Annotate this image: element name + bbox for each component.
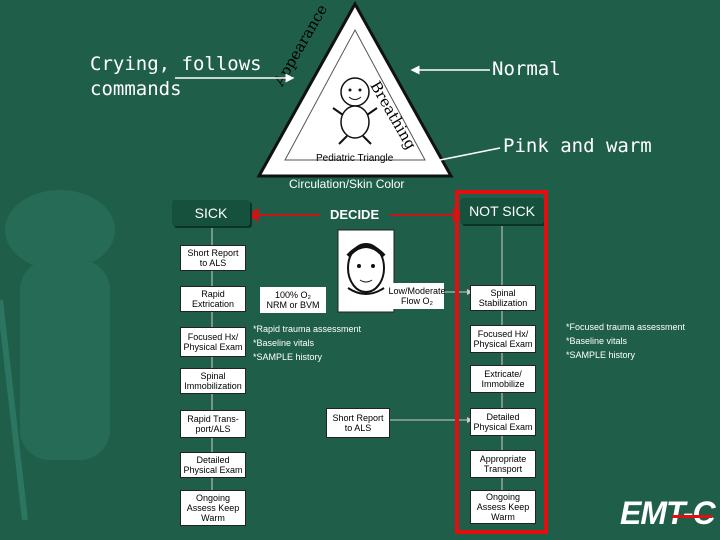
- circulation-label: Circulation/Skin Color: [289, 177, 405, 191]
- right-assessment-notes: *Focused trauma assessment *Baseline vit…: [566, 322, 686, 360]
- left-rapid-transport: Rapid Trans- port/ALS: [180, 410, 246, 438]
- circulation-note: Pink and warm: [503, 135, 652, 157]
- emtc-logo: EMT-C: [620, 495, 716, 531]
- logo-accent: [672, 515, 712, 518]
- right-spinal-stabilization: Spinal Stabilization: [470, 285, 536, 311]
- not-sick-highlight: [455, 190, 548, 534]
- right-focused-hx: Focused Hx/ Physical Exam: [470, 325, 536, 353]
- decide-label: DECIDE: [330, 207, 380, 222]
- left-detailed-exam: Detailed Physical Exam: [180, 452, 246, 478]
- left-spinal-immobilization: Spinal Immobilization: [180, 368, 246, 394]
- oxygen-low-flow: Low/Moderate Flow O₂: [388, 283, 446, 309]
- assessment-notes: *Rapid trauma assessment *Baseline vital…: [253, 324, 362, 362]
- left-ongoing-assess: Ongoing Assess Keep Warm: [180, 490, 246, 526]
- appearance-note: Crying, follows commands: [90, 53, 262, 100]
- breathing-note: Normal: [492, 58, 561, 80]
- sick-label: SICK: [172, 200, 250, 226]
- left-short-report: Short Report to ALS: [180, 245, 246, 271]
- not-sick-label: NOT SICK: [460, 198, 544, 224]
- emt-head-icon: [337, 229, 395, 313]
- right-appropriate-transport: Appropriate Transport: [470, 450, 536, 478]
- right-detailed-exam: Detailed Physical Exam: [470, 408, 536, 436]
- oxygen-high-flow: 100% O₂ NRM or BVM: [260, 287, 326, 313]
- left-focused-hx: Focused Hx/ Physical Exam: [180, 327, 246, 357]
- middle-short-report: Short Report to ALS: [326, 408, 390, 438]
- right-extricate: Extricate/ Immobilize: [470, 365, 536, 393]
- baby-icon: [332, 77, 378, 145]
- right-ongoing-assess: Ongoing Assess Keep Warm: [470, 490, 536, 524]
- triangle-center-label: Pediatric Triangle: [316, 153, 394, 164]
- left-rapid-extrication: Rapid Extrication: [180, 286, 246, 312]
- pediatric-triangle: [256, 0, 454, 178]
